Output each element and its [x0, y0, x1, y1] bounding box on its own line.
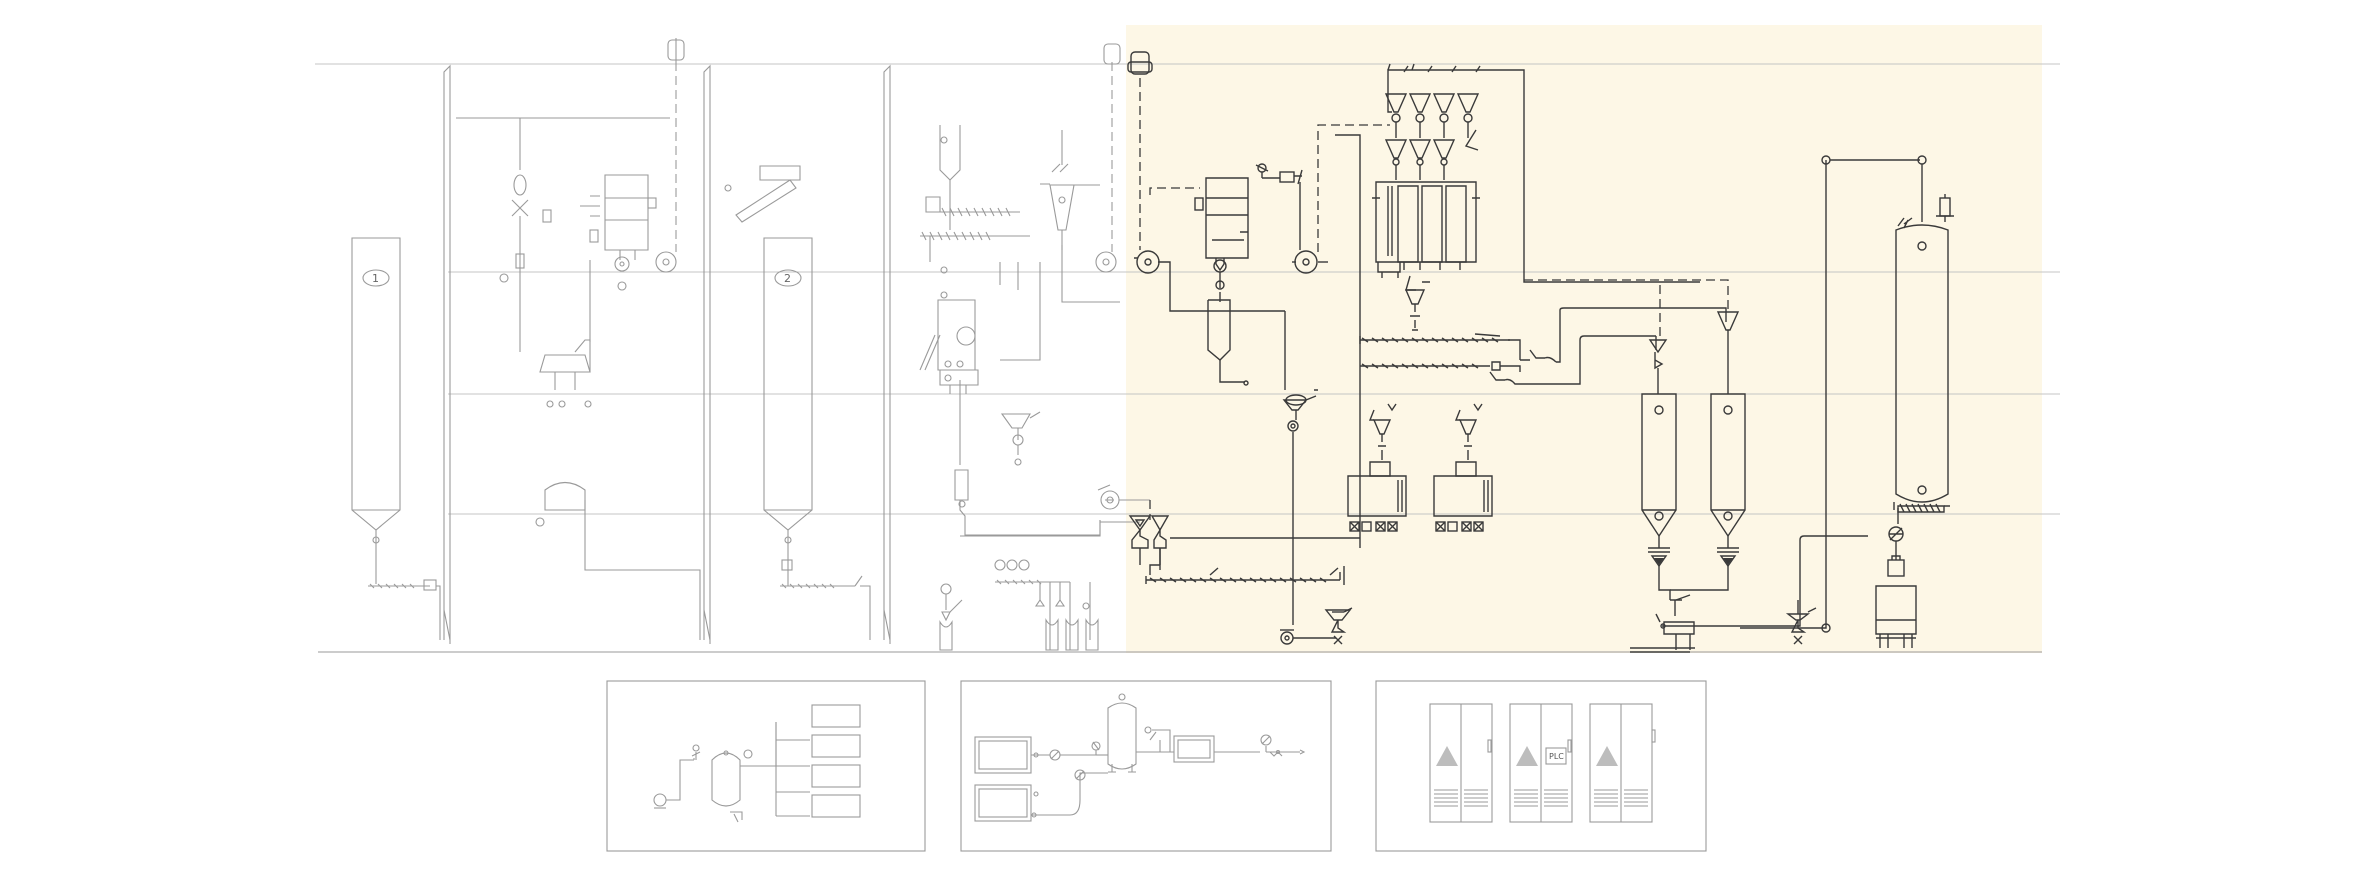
tank-1-label: 1: [372, 272, 379, 285]
plc-label: PLC: [1549, 752, 1564, 761]
cabinet-1: [1429, 703, 1493, 823]
building-columns: [443, 64, 891, 644]
storage-tank-1: 1: [351, 237, 441, 640]
highlight-zone: [1126, 25, 2042, 653]
section-1-equipment: [456, 38, 701, 640]
highlighted-process-equipment: [1127, 51, 1954, 653]
weigh-hoppers: [1384, 93, 1480, 180]
panel-plc-cabinets: PLC: [1375, 680, 1707, 852]
silo-left: [1641, 393, 1677, 572]
section-2-equipment: [724, 165, 801, 223]
mixer-left: [1347, 403, 1407, 532]
cabinet-2: PLC: [1509, 703, 1573, 823]
panel-compressed-air: [606, 680, 926, 852]
tall-tank: [1875, 194, 1954, 648]
section-3-equipment: [919, 43, 1150, 651]
tank-2-label: 2: [784, 272, 791, 285]
dosing-block: [1372, 181, 1480, 278]
mixer-right: [1433, 403, 1493, 532]
cabinet-3: [1589, 703, 1656, 823]
floor-lines: [315, 63, 2060, 653]
panel-water-treatment: [960, 680, 1332, 852]
silo-right: [1670, 393, 1746, 591]
storage-tank-2: 2: [763, 237, 871, 640]
